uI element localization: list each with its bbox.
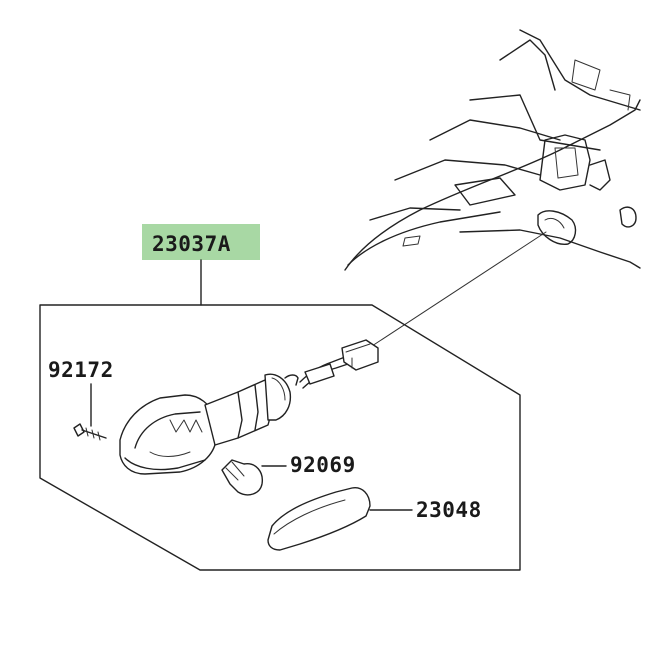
lens-part-number[interactable]: 23048 — [416, 498, 482, 522]
bulb-part-number[interactable]: 92069 — [290, 453, 356, 477]
screw-part-number[interactable]: 92172 — [48, 358, 114, 382]
rear-fender-outline — [344, 29, 641, 271]
assembly-callout[interactable]: 23037A — [142, 224, 260, 260]
wiring-connector — [299, 339, 379, 389]
lens-part — [267, 487, 371, 551]
turn-signal-housing — [119, 373, 299, 475]
bulb-part — [221, 459, 263, 496]
screw-part — [73, 423, 107, 441]
assembly-boundary — [39, 304, 521, 571]
wire-leader — [371, 231, 547, 347]
assembly-part-number: 23037A — [152, 232, 231, 256]
assembly-label-highlight — [142, 224, 260, 260]
